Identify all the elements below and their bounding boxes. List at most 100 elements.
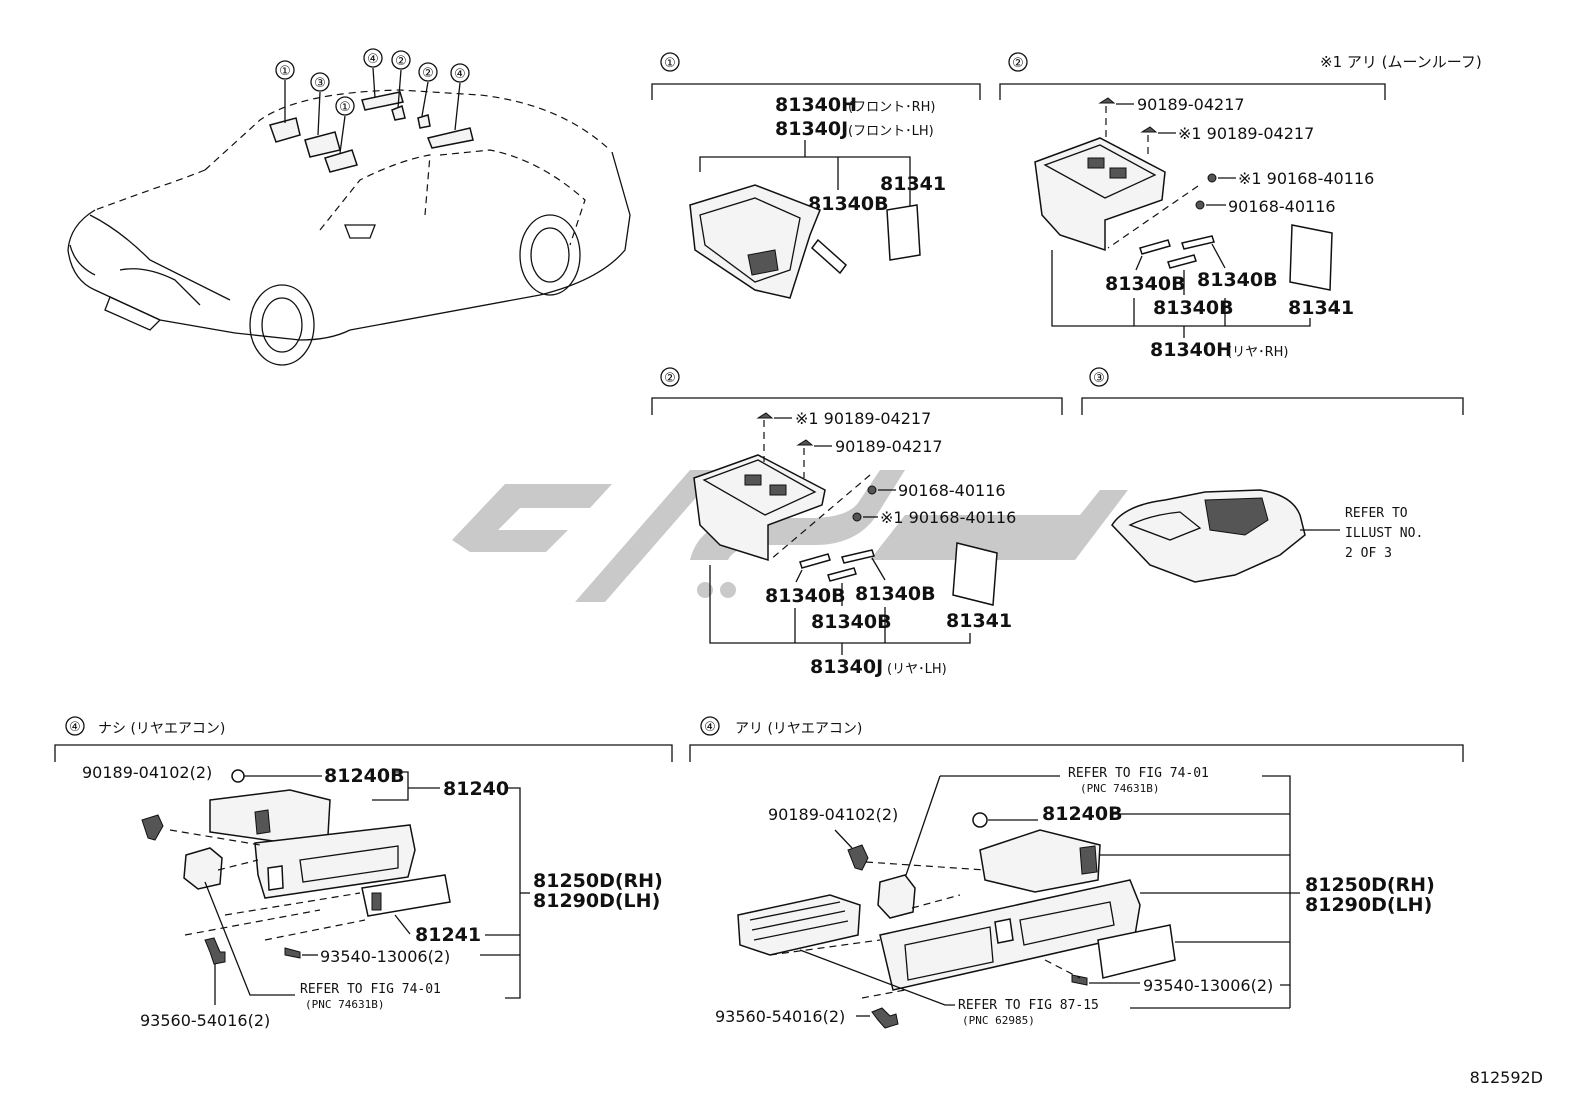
sec2b-lens [952, 542, 998, 606]
sec4b-clip [847, 844, 869, 871]
sec4a-socket-housing [209, 789, 331, 843]
sec4a-assy-label: 81240 [443, 778, 509, 800]
sec4a-bulb-label: 81240B [324, 765, 405, 787]
sec4a-lens-label: 81241 [415, 924, 481, 946]
sec1-lens [886, 204, 921, 261]
sec2b-bulb-label-center: 81340B [811, 611, 892, 633]
sec2b-clip-1: ※1 90189-04217 [795, 409, 931, 428]
section-1-number: ① [664, 56, 676, 71]
sec3-refer-line-1: REFER TO [1345, 506, 1408, 521]
sec2a-bulb-label-right: 81340B [1197, 269, 1278, 291]
sec4b-ac-vent [737, 894, 861, 956]
svg-text:①: ① [279, 64, 291, 79]
section-4-with-rear-ac: ④ アリ (リヤエアコン) REFER TO FIG 74-01 (PNC 74… [689, 716, 1464, 1029]
sec2a-bulb-label-left: 81340B [1105, 273, 1186, 295]
sec2a-screw-2: 90168-40116 [1228, 197, 1336, 216]
sec4b-refer-bottom-line-2: (PNC 62985) [962, 1014, 1035, 1027]
section-2a-number: ② [1012, 56, 1024, 71]
sec4a-bolt [204, 937, 226, 965]
sec2a-bulb-right [1181, 235, 1215, 250]
sec4a-bracket [183, 847, 223, 890]
sec1-label-81340h: 81340H [775, 94, 857, 116]
sec2b-lens-label: 81341 [946, 610, 1012, 632]
sec2b-screw-2: ※1 90168-40116 [880, 508, 1016, 527]
diagram-id: 812592D [1470, 1068, 1543, 1087]
sec3-refer-line-2: ILLUST NO. [1345, 526, 1423, 541]
sec4b-refer-top-line-1: REFER TO FIG 74-01 [1068, 766, 1209, 781]
sec2b-assy-desc: (リヤ･LH) [887, 662, 947, 677]
section-4-no-rear-ac: ④ ナシ (リヤエアコン) 90189-04102(2) 81240B 8124… [54, 716, 673, 1030]
sec2b-assy-label: 81340J [810, 656, 883, 678]
sec2a-assy-label: 81340H [1150, 339, 1232, 361]
sec2b-bulb-left [799, 553, 831, 569]
rear-rh-lamp-housing [1034, 137, 1166, 252]
sec4b-bolt [871, 1007, 899, 1029]
svg-text:④: ④ [367, 52, 379, 67]
sec2a-bulb-label-center: 81340B [1153, 297, 1234, 319]
car-marker-5: ② [391, 50, 411, 70]
sec2a-screw-1: ※1 90168-40116 [1238, 169, 1374, 188]
sec4b-screw-label: 93540-13006(2) [1143, 976, 1273, 995]
sec3-refer-line-3: 2 OF 3 [1345, 546, 1392, 561]
sec4b-lamp-rh: 81250D(RH) [1305, 874, 1435, 896]
sec2b-screw-1: 90168-40116 [898, 481, 1006, 500]
section-1-front-lamp: ① 81340H (フロント･RH) 81340J (フロント･LH) 8134… [651, 52, 981, 299]
sec4b-clip-label: 90189-04102(2) [768, 805, 898, 824]
car-marker-4: ④ [363, 48, 383, 68]
section-4a-number: ④ [69, 720, 81, 735]
sec2a-lens-label: 81341 [1288, 297, 1354, 319]
rear-lh-lamp-housing [693, 454, 826, 562]
sec1-label-81340j-desc: (フロント･LH) [848, 124, 934, 139]
section-4b-number: ④ [704, 720, 716, 735]
sec2a-lens [1289, 224, 1333, 291]
svg-text:②: ② [422, 66, 434, 81]
sec1-lens-label: 81341 [880, 173, 946, 195]
sec4a-clip-label: 90189-04102(2) [82, 763, 212, 782]
svg-text:③: ③ [314, 76, 326, 91]
section-2-rear-lh-lamp: ② ※1 90189-04217 90189-04217 90168-40116… [651, 367, 1063, 678]
sec4b-lens [1097, 924, 1176, 979]
sec1-label-81340j: 81340J [775, 118, 848, 140]
sec2b-bulb-right [841, 549, 875, 564]
sec1-bulb [810, 238, 848, 275]
sec4a-lamp-bezel [254, 824, 416, 899]
moonroof-note: ※1 アリ (ムーンルーフ) [1320, 53, 1482, 71]
sec2a-clip-1: 90189-04217 [1137, 95, 1245, 114]
sec4b-bolt-label: 93560-54016(2) [715, 1007, 845, 1026]
car-marker-6: ② [418, 62, 438, 82]
sec4b-bulb-label: 81240B [1042, 803, 1123, 825]
svg-text:②: ② [395, 54, 407, 69]
sec2b-bulb-center [827, 567, 857, 582]
svg-text:①: ① [339, 100, 351, 115]
sec4b-lamp-lh: 81290D(LH) [1305, 894, 1432, 916]
sec1-bulb-label: 81340B [808, 193, 889, 215]
sec4b-bracket [877, 874, 916, 919]
sec4a-title: ナシ (リヤエアコン) [98, 721, 225, 737]
section-2-rear-rh-lamp: ② 90189-04217 ※1 90189-04217 ※1 90168-40… [999, 52, 1386, 361]
car-marker-7: ④ [450, 63, 470, 83]
sec4a-lamp-lh: 81290D(LH) [533, 890, 660, 912]
section-3-number: ③ [1093, 371, 1105, 386]
car-marker-1: ① [275, 60, 295, 80]
sec4b-refer-top-line-2: (PNC 74631B) [1080, 782, 1159, 795]
sec4a-screw-label: 93540-13006(2) [320, 947, 450, 966]
sec4a-clip [141, 814, 164, 841]
sec2a-bulb-center [1167, 254, 1197, 269]
sec4b-title: アリ (リヤエアコン) [735, 721, 862, 737]
car-marker-2: ③ [310, 72, 330, 92]
sec4a-refer-line-1: REFER TO FIG 74-01 [300, 982, 441, 997]
sec1-label-81340h-desc: (フロント･RH) [848, 100, 935, 115]
sec4a-refer-line-2: (PNC 74631B) [305, 998, 384, 1011]
sec2b-bulb-label-left: 81340B [765, 585, 846, 607]
sec2a-assy-desc: (リヤ･RH) [1227, 345, 1288, 360]
sec4a-bolt-label: 93560-54016(2) [140, 1011, 270, 1030]
car-overview: ① ③ ① ④ ② ② ④ [67, 48, 631, 366]
section-3-console: ③ REFER TO ILLUST NO. 2 OF 3 [1081, 367, 1464, 583]
car-marker-3: ① [335, 96, 355, 116]
sec4b-socket-housing [979, 829, 1101, 893]
sec4b-refer-bottom-line-1: REFER TO FIG 87-15 [958, 998, 1099, 1013]
sec4a-lamp-rh: 81250D(RH) [533, 870, 663, 892]
sec2a-bulb-left [1139, 239, 1171, 255]
